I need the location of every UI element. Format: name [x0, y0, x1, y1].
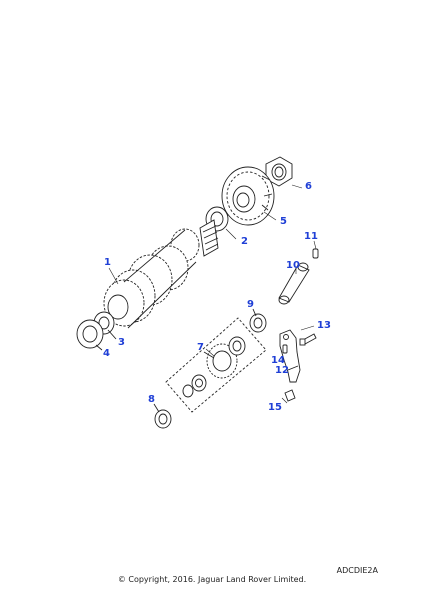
ring-bearing-part — [249, 308, 267, 333]
selector-bracket-part — [279, 329, 301, 383]
callout-1[interactable]: 1 — [104, 257, 111, 268]
washer-part — [153, 403, 172, 429]
callout-6[interactable]: 6 — [305, 181, 312, 192]
callout-14[interactable]: 14 — [271, 355, 285, 366]
bolt-part — [299, 333, 317, 346]
clip-part — [284, 389, 296, 402]
splined-shaft — [199, 219, 219, 257]
top-gear-part — [221, 166, 275, 226]
cluster-gear-part — [103, 228, 200, 329]
callout-2[interactable]: 2 — [241, 236, 248, 247]
reverse-shaft-part — [278, 262, 310, 305]
detent-pin-part — [282, 344, 288, 354]
callout-10[interactable]: 10 — [286, 260, 300, 271]
idler-gear-assembly — [165, 317, 267, 413]
callout-4[interactable]: 4 — [103, 348, 110, 359]
callout-8[interactable]: 8 — [148, 394, 155, 405]
callout-15[interactable]: 15 — [268, 402, 282, 413]
pin-part — [312, 248, 319, 259]
callout-11[interactable]: 11 — [304, 231, 318, 242]
thrust-washer-part — [76, 319, 104, 351]
reference-code: ADCDIE2A — [336, 566, 378, 575]
leader-lines — [108, 184, 317, 404]
callout-5[interactable]: 5 — [280, 216, 287, 227]
callout-13[interactable]: 13 — [317, 320, 331, 331]
callout-9[interactable]: 9 — [247, 299, 254, 310]
callout-3[interactable]: 3 — [118, 337, 125, 348]
callout-7[interactable]: 7 — [197, 342, 204, 353]
callout-12[interactable]: 12 — [275, 365, 289, 376]
copyright-notice: © Copyright, 2016. Jaguar Land Rover Lim… — [117, 575, 307, 584]
